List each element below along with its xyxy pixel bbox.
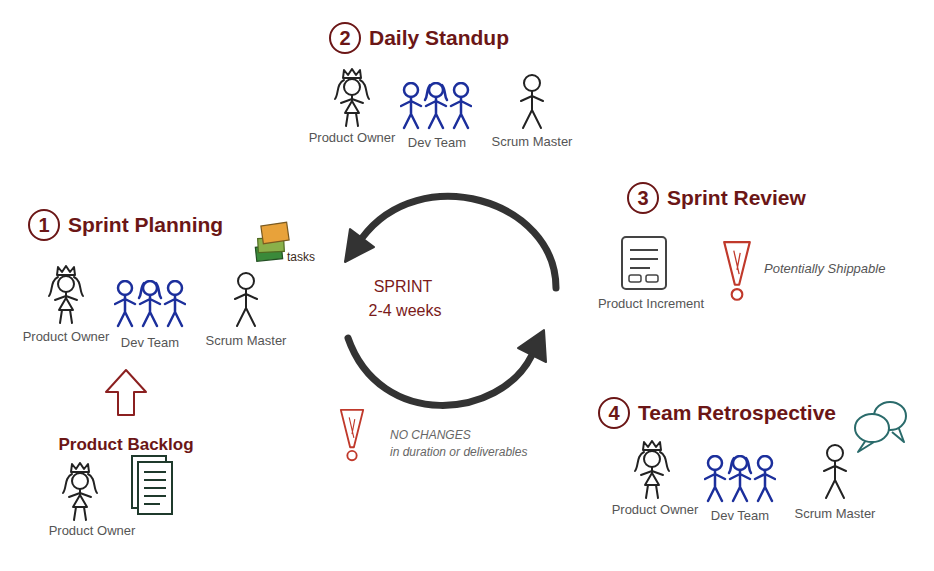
note-label: in duration or deliverables bbox=[390, 446, 527, 460]
role-label: Product Owner bbox=[23, 330, 110, 345]
section-heading: Product Backlog bbox=[58, 435, 193, 455]
dev-team-figures bbox=[401, 83, 471, 128]
product-increment-icon bbox=[622, 237, 666, 289]
callout-number: 2 bbox=[329, 22, 361, 54]
note-label: tasks bbox=[287, 251, 315, 265]
scrum-master-figure bbox=[824, 445, 846, 498]
role-label: Scrum Master bbox=[795, 507, 876, 522]
note-label: Potentially Shippable bbox=[764, 262, 885, 277]
role-label: Dev Team bbox=[121, 336, 179, 351]
up-arrow bbox=[106, 370, 146, 415]
product-owner-figure bbox=[49, 266, 83, 323]
cycle-label: 2-4 weeks bbox=[369, 302, 442, 320]
step-node: 4 Team Retrospective bbox=[598, 397, 836, 429]
scrum-master-figure bbox=[235, 273, 257, 326]
step-node: 3 Sprint Review bbox=[627, 182, 806, 214]
step-node: 2 Daily Standup bbox=[329, 22, 509, 54]
role-label: Scrum Master bbox=[206, 334, 287, 349]
role-label: Product Owner bbox=[49, 524, 136, 539]
backlog-document bbox=[132, 456, 172, 514]
step-title: Team Retrospective bbox=[638, 401, 836, 425]
role-label: Dev Team bbox=[711, 509, 769, 524]
role-label: Product Owner bbox=[309, 131, 396, 146]
warning-mark bbox=[341, 410, 363, 460]
step-title: Daily Standup bbox=[369, 26, 509, 50]
sprint-cycle bbox=[345, 196, 556, 405]
product-owner-figure bbox=[63, 463, 97, 520]
task-notes bbox=[255, 222, 289, 261]
step-title: Sprint Planning bbox=[68, 213, 223, 237]
step-title: Sprint Review bbox=[667, 186, 806, 210]
role-label: Product Owner bbox=[612, 503, 699, 518]
product-owner-figure bbox=[635, 441, 669, 498]
step-node: 1 Sprint Planning bbox=[28, 209, 223, 241]
callout-number: 1 bbox=[28, 209, 60, 241]
artifact-label: Product Increment bbox=[598, 297, 704, 312]
note-label: NO CHANGES bbox=[390, 429, 471, 443]
cycle-label: SPRINT bbox=[374, 278, 433, 296]
role-label: Scrum Master bbox=[492, 135, 573, 150]
speech-bubbles bbox=[855, 402, 906, 452]
role-label: Dev Team bbox=[408, 136, 466, 151]
callout-number: 4 bbox=[598, 397, 630, 429]
warning-mark bbox=[724, 242, 750, 300]
dev-team-figures bbox=[705, 456, 775, 501]
scrum-master-figure bbox=[521, 75, 543, 128]
callout-number: 3 bbox=[627, 182, 659, 214]
dev-team-figures bbox=[115, 281, 185, 326]
product-owner-figure bbox=[335, 69, 369, 126]
